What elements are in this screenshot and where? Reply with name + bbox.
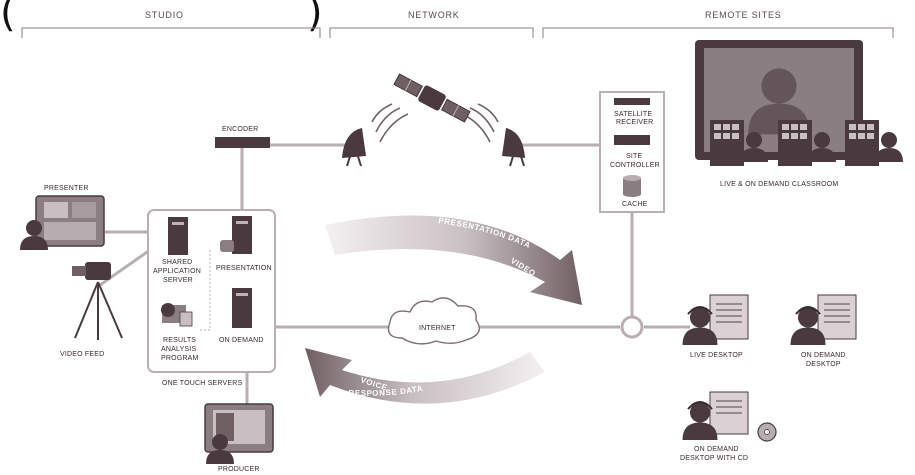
live-desktop-label: LIVE DESKTOP [690, 352, 743, 359]
classroom-label: LIVE & ON DEMAND CLASSROOM [720, 181, 838, 188]
satellite-dish-right-icon [502, 128, 525, 167]
outbound-flow-arrow [325, 215, 582, 305]
partial-heading-close: ) [307, 0, 323, 36]
od-cd-label-1: ON DEMAND [694, 446, 739, 453]
on-demand-cd-desktop-icon [682, 391, 749, 440]
encoder-label: ENCODER [222, 126, 258, 133]
cache-label: CACHE [622, 201, 648, 208]
site-controller-label-1: SITE [626, 153, 642, 160]
on-demand-server-icon [232, 288, 252, 328]
one-touch-servers-label: ONE TOUCH SERVERS [162, 380, 243, 387]
encoder-device [215, 137, 270, 148]
satellite-receiver-label-1: SATELLITE [614, 111, 652, 118]
results-analysis-icon [161, 303, 193, 327]
network-junction [620, 315, 644, 339]
cache-drive-icon [623, 175, 641, 197]
video-feed-label: VIDEO FEED [60, 351, 104, 358]
video-camera-icon [72, 262, 123, 340]
shared-server-label-3: SERVER [163, 277, 193, 284]
internet-cloud-icon [387, 297, 480, 345]
section-network: NETWORK [408, 10, 460, 20]
cd-disc-icon [757, 422, 777, 442]
on-demand-label: ON DEMAND [219, 337, 264, 344]
classroom-students [710, 120, 903, 166]
site-controller-device [614, 135, 650, 145]
satellite-receiver-device [614, 98, 650, 105]
od-cd-label-2: DESKTOP WITH CD [680, 455, 748, 462]
presenter-station [20, 195, 105, 250]
presentation-server-icon [220, 216, 252, 254]
producer-workstation [204, 403, 274, 464]
producer-label: PRODUCER [218, 466, 260, 473]
live-desktop-icon [682, 294, 749, 345]
results-label-1: RESULTS [163, 337, 196, 344]
satellite-dish-left-icon [342, 128, 366, 167]
connection-lines [99, 143, 690, 405]
internet-label: INTERNET [419, 325, 456, 332]
site-controller-label-2: CONTROLLER [610, 162, 660, 169]
shared-server-label-2: APPLICATION [153, 268, 201, 275]
presenter-label: PRESENTER [44, 185, 89, 192]
presentation-label: PRESENTATION [216, 265, 272, 272]
results-label-3: PROGRAM [161, 355, 199, 362]
on-demand-desktop-icon [790, 294, 857, 345]
results-label-2: ANALYSIS [161, 346, 196, 353]
satellite-icon [393, 73, 471, 123]
section-studio: STUDIO [145, 10, 184, 20]
on-demand-desktop-label-2: DESKTOP [806, 361, 841, 368]
return-flow-arrow [305, 348, 545, 404]
shared-server-label-1: SHARED [162, 259, 192, 266]
section-brackets [21, 27, 894, 38]
section-remote-sites: REMOTE SITES [705, 10, 782, 20]
server-connector [198, 250, 211, 331]
on-demand-desktop-label-1: ON DEMAND [801, 352, 846, 359]
satellite-receiver-label-2: RECEIVER [616, 119, 653, 126]
shared-application-server-icon [168, 217, 188, 255]
partial-heading-open: ( [0, 0, 16, 36]
